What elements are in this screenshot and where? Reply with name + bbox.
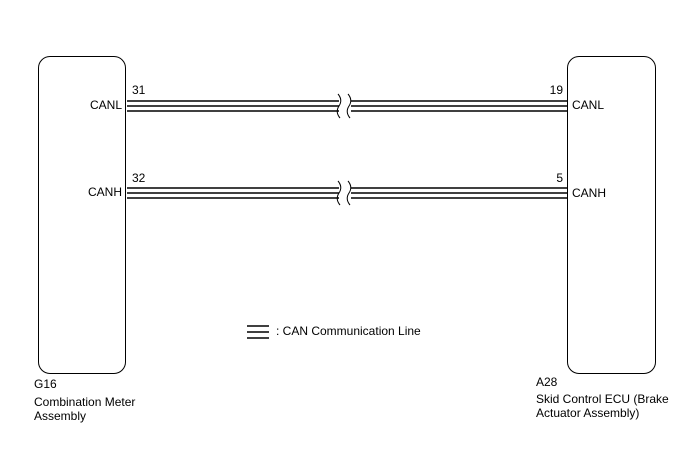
skid-control-ecu-box — [567, 56, 656, 374]
left-pin-canh: 32 — [132, 171, 146, 185]
canh-wire-break — [336, 180, 352, 206]
right-pin-canh: 5 — [556, 171, 563, 185]
right-pin-canl: 19 — [549, 83, 563, 97]
canl-wire-break — [336, 93, 352, 119]
right-component-name-2: Actuator Assembly) — [536, 406, 640, 420]
left-component-name-2: Assembly — [34, 409, 87, 423]
right-component-code: A28 — [536, 375, 558, 389]
left-component-name-1: Combination Meter — [34, 395, 136, 409]
combination-meter-box — [38, 56, 126, 374]
left-signal-canl: CANL — [89, 98, 122, 112]
can-line-legend-icon — [247, 325, 269, 339]
canh-wire — [127, 187, 567, 199]
left-pin-canl: 31 — [132, 83, 146, 97]
left-signal-canh: CANH — [87, 185, 122, 199]
legend-label: : CAN Communication Line — [276, 324, 421, 338]
left-component-code: G16 — [34, 377, 57, 391]
right-signal-canl: CANL — [572, 98, 605, 112]
canl-wire — [127, 100, 567, 112]
right-signal-canh: CANH — [572, 186, 607, 200]
right-component-name-1: Skid Control ECU (Brake — [536, 392, 669, 406]
